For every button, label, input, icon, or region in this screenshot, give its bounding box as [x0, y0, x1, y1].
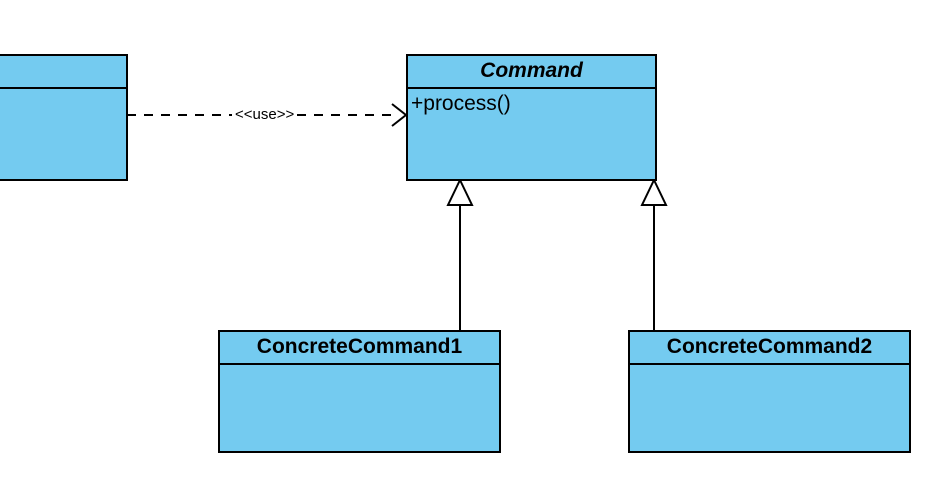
class-name-concrete-command-2: ConcreteCommand2: [630, 332, 909, 365]
class-members-command: +process(): [408, 89, 655, 179]
class-name-command: Command: [408, 56, 655, 89]
class-name-concrete-command-1: ConcreteCommand1: [220, 332, 499, 365]
generalization-connector-2: [640, 177, 668, 330]
class-name-handler: dler: [0, 56, 126, 89]
class-box-command[interactable]: Command +process(): [406, 54, 657, 181]
dependency-open-arrowhead: [391, 103, 408, 127]
class-members-concrete-command-1: [220, 365, 499, 451]
class-members-concrete-command-2: [630, 365, 909, 451]
class-box-handler[interactable]: dler: [0, 54, 128, 181]
generalization-hollow-triangle-2: [640, 177, 668, 206]
class-member-process: +process(): [411, 92, 511, 115]
class-box-concrete-command-2[interactable]: ConcreteCommand2: [628, 330, 911, 453]
class-box-concrete-command-1[interactable]: ConcreteCommand1: [218, 330, 501, 453]
class-members-handler: [0, 89, 126, 179]
dependency-stereotype-label: <<use>>: [232, 107, 298, 123]
generalization-hollow-triangle-1: [446, 177, 474, 206]
generalization-connector-1: [446, 177, 474, 330]
